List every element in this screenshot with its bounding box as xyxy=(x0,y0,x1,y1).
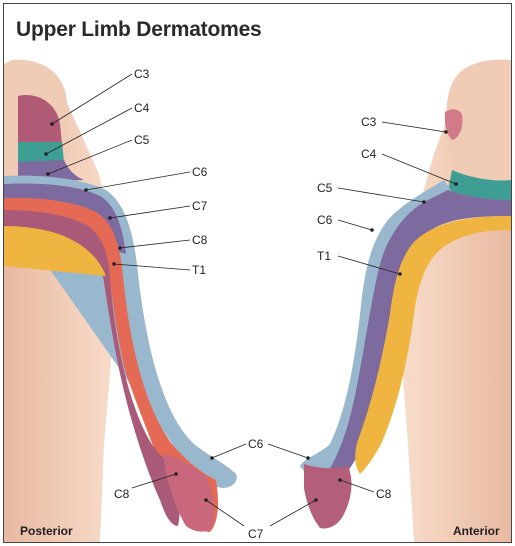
leader-dot xyxy=(314,498,318,502)
label-c8-hand-left: C8 xyxy=(114,487,130,501)
label-c4-posterior: C4 xyxy=(134,101,150,115)
leader-c6-hand-left xyxy=(212,444,246,458)
leader-dot xyxy=(306,456,310,460)
anterior-hand xyxy=(304,464,351,528)
leader-c6-hand-right xyxy=(268,444,308,458)
posterior-view-label: Posterior xyxy=(20,524,73,538)
anterior-labels: C3 C4 C5 C6 T1 xyxy=(317,115,377,263)
label-c6-anterior: C6 xyxy=(317,213,333,227)
diagram-frame: Upper Limb Dermatomes xyxy=(3,3,512,543)
leader-dot xyxy=(84,188,88,192)
label-c7-posterior: C7 xyxy=(192,199,208,213)
label-c8-hand-right: C8 xyxy=(376,487,392,501)
leader-dot xyxy=(108,216,112,220)
leader-dot xyxy=(338,478,342,482)
label-c7-hand: C7 xyxy=(248,527,264,541)
leader-dot xyxy=(422,200,426,204)
dermatome-illustration: C3 C4 C5 C6 C7 C8 T1 C3 C4 C5 C6 T1 C6 C… xyxy=(4,4,511,542)
label-c6-posterior: C6 xyxy=(192,165,208,179)
label-t1-posterior: T1 xyxy=(192,263,206,277)
leader-dot xyxy=(444,130,448,134)
leader-c3-anterior xyxy=(382,122,446,132)
leader-dot xyxy=(46,172,50,176)
leader-dot xyxy=(50,122,54,126)
label-c6-hand: C6 xyxy=(248,437,264,451)
leader-c7-hand-right xyxy=(270,500,316,526)
label-c8-posterior: C8 xyxy=(192,233,208,247)
leader-dot xyxy=(112,262,116,266)
leader-dot xyxy=(204,498,208,502)
label-c3-posterior: C3 xyxy=(134,67,150,81)
posterior-figure xyxy=(4,60,237,542)
label-t1-anterior: T1 xyxy=(317,249,331,263)
leader-dot xyxy=(398,272,402,276)
anterior-figure xyxy=(300,60,511,542)
label-c3-anterior: C3 xyxy=(361,115,377,129)
label-c4-anterior: C4 xyxy=(361,147,377,161)
leader-dot xyxy=(454,182,458,186)
anterior-view-label: Anterior xyxy=(453,524,500,538)
label-c5-anterior: C5 xyxy=(317,181,333,195)
label-c5-posterior: C5 xyxy=(134,133,150,147)
leader-dot xyxy=(44,152,48,156)
leader-c6-anterior xyxy=(338,220,372,230)
leader-dot xyxy=(174,472,178,476)
leader-dot xyxy=(370,228,374,232)
leader-c5-anterior xyxy=(338,188,424,202)
leader-dot xyxy=(118,246,122,250)
leader-c6-posterior xyxy=(86,172,190,190)
leader-dot xyxy=(210,456,214,460)
